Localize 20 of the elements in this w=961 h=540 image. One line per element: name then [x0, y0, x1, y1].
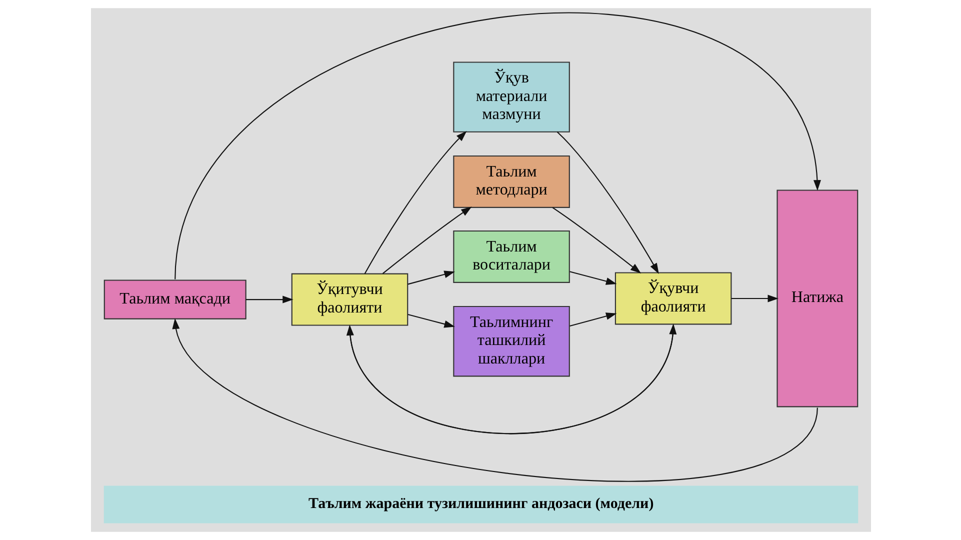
node-box: Ўқитувчи фаолияти — [290, 273, 408, 326]
arrow — [569, 271, 616, 285]
arrow — [245, 296, 293, 304]
caption: Таълим жараёни тузилишининг андозаси (модели) — [308, 496, 654, 512]
node-box: Ўқувчи фаолияти — [614, 272, 732, 325]
node-box: Таьлим мақсади — [103, 280, 246, 320]
arrow — [407, 270, 454, 285]
arrow — [552, 207, 641, 274]
arrow — [407, 314, 454, 328]
arrow — [382, 206, 472, 274]
arrow — [730, 294, 778, 302]
node-box: Ўқув материали мазмуни — [452, 62, 570, 132]
node-box: Таьлим методлари — [452, 155, 570, 208]
node-box: Таьлим воситалари — [452, 230, 570, 283]
arrow — [364, 131, 466, 274]
arrow — [556, 131, 658, 274]
node-box: Таьлимнинг ташкилий шакллари — [452, 306, 570, 377]
arrow — [174, 12, 820, 280]
arrow — [569, 312, 616, 326]
node-box: Натижа — [776, 190, 858, 408]
